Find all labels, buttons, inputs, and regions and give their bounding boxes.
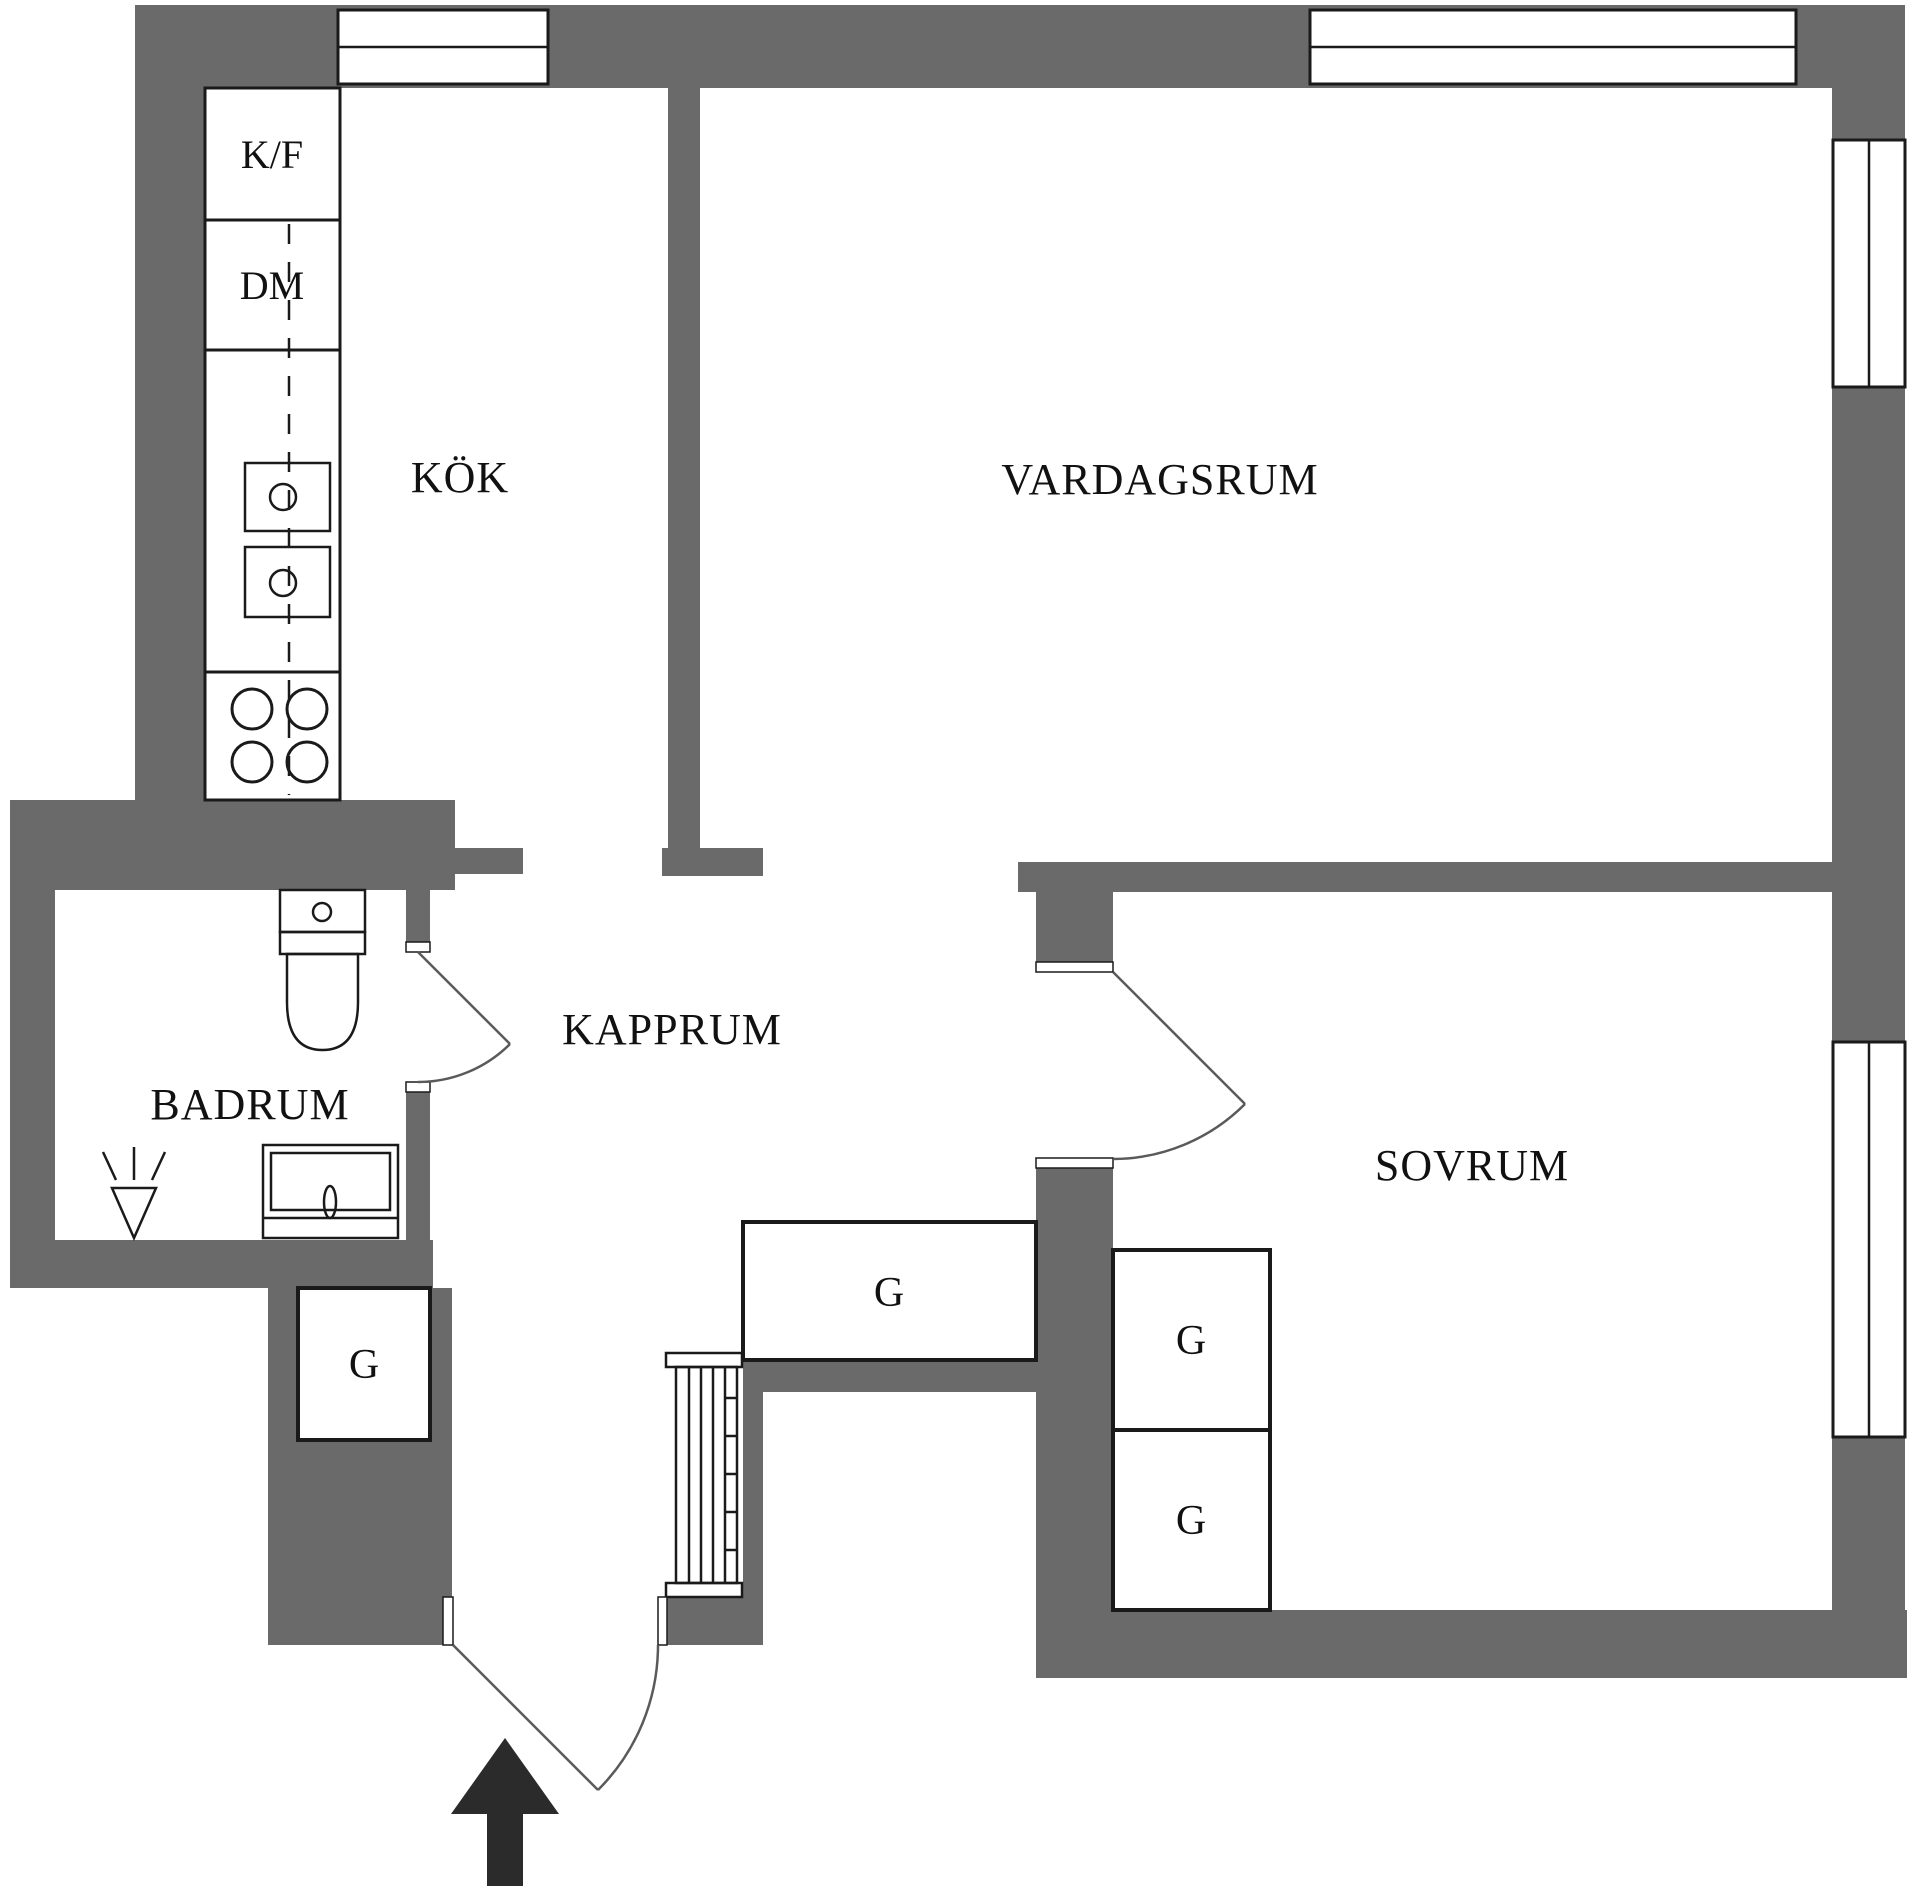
- wall-pier-hall-kitchen: [455, 848, 523, 874]
- wall-shaft-left: [743, 1392, 763, 1597]
- wall-bathroom-right-lower: [406, 1086, 430, 1240]
- wall-bedroom-door-stub: [1036, 890, 1113, 972]
- wall-bathroom-bottom: [10, 1240, 433, 1288]
- room-label-kitchen: KÖK: [411, 453, 509, 502]
- kitchen-sink-upper: [243, 461, 332, 533]
- radiator-bottom-cap: [664, 1581, 744, 1599]
- wall-below-hall-closet: [743, 1360, 1036, 1392]
- door-jamb: [1035, 961, 1114, 973]
- label-closet-hall-top: G: [874, 1270, 904, 1316]
- burner-icon: [285, 687, 329, 731]
- kitchen-sink-lower: [243, 545, 332, 619]
- toilet-seat-band: [278, 930, 367, 956]
- wall-kitchen-living-divider-foot: [662, 848, 763, 876]
- bathroom-sink-drain: [322, 1184, 338, 1220]
- wall-entry-left-slab: [268, 1440, 443, 1645]
- room-label-bedroom: SOVRUM: [1375, 1141, 1569, 1190]
- window-kitchen-top: [336, 8, 550, 86]
- doors: [405, 941, 1246, 1791]
- entry-direction-arrow-icon: [451, 1738, 559, 1886]
- kitchen-sink-lower-drain: [268, 568, 298, 598]
- label-dishwasher: DM: [240, 263, 304, 308]
- wall-closet-left-strip: [268, 1288, 298, 1440]
- kitchen-counter-unit: [203, 86, 342, 802]
- bathroom-door-leaf: [417, 951, 511, 1045]
- entry-door-swing-arc: [597, 1644, 660, 1791]
- bathroom-door-swing-arc: [417, 1043, 511, 1084]
- wall-hall-bedroom-vertical: [1036, 1168, 1113, 1632]
- labels: KÖK VARDAGSRUM BADRUM KAPPRUM SOVRUM K/F…: [150, 132, 1569, 1544]
- closets: [296, 1220, 1272, 1612]
- closet-bedroom-lower: [1111, 1428, 1272, 1612]
- bedroom-door-swing-arc: [1112, 1103, 1246, 1161]
- toilet-bowl: [285, 952, 360, 1052]
- label-closet-bedroom-upper: G: [1176, 1318, 1206, 1364]
- wall-left-kitchen: [135, 88, 207, 800]
- kitchen-counter-outline: [203, 86, 342, 802]
- label-fridge-freezer: K/F: [241, 132, 303, 177]
- door-jamb: [1035, 1157, 1114, 1169]
- wall-living-bedroom-divider: [1018, 862, 1833, 892]
- toilet-flush-button: [311, 901, 333, 923]
- door-jamb: [405, 1081, 431, 1093]
- wall-entry-right: [667, 1597, 763, 1645]
- radiator-ticks: [725, 1396, 737, 1552]
- burner-icon: [230, 740, 274, 784]
- bedroom-door: [1035, 961, 1246, 1169]
- stove-burners: [230, 687, 329, 784]
- shower-spray-line: [150, 1151, 167, 1181]
- bathroom-door: [405, 941, 511, 1093]
- kitchen-sink-upper-drain: [268, 482, 298, 512]
- windows: [336, 8, 1907, 1439]
- room-label-hallway: KAPPRUM: [562, 1005, 782, 1054]
- window-bedroom-right: [1831, 1040, 1907, 1439]
- closet-hall-top: [741, 1220, 1038, 1362]
- room-label-bathroom: BADRUM: [150, 1080, 349, 1129]
- shower-symbol: [101, 1147, 167, 1242]
- closet-hall-side: [296, 1286, 432, 1442]
- label-closet-hall-side: G: [349, 1342, 379, 1388]
- toilet: [278, 888, 367, 1052]
- wall-bathroom-right-upper: [406, 890, 430, 948]
- label-closet-bedroom-lower: G: [1176, 1498, 1206, 1544]
- wall-kitchen-living-divider: [668, 88, 700, 848]
- door-jamb: [405, 941, 431, 953]
- burner-icon: [230, 687, 274, 731]
- bedroom-door-leaf: [1112, 971, 1246, 1105]
- burner-icon: [285, 740, 329, 784]
- bathroom-sink-outer: [261, 1143, 400, 1240]
- door-jamb: [442, 1596, 454, 1646]
- toilet-tank: [278, 888, 367, 934]
- entry-door: [442, 1596, 668, 1791]
- window-living-room-top: [1308, 8, 1798, 86]
- wall-band-kitchen-bathroom: [10, 800, 455, 890]
- entry-door-leaf: [452, 1644, 599, 1791]
- shower-spray-line: [101, 1151, 118, 1181]
- bathroom-sink-basin: [269, 1151, 392, 1212]
- wall-bedroom-bottom: [1036, 1610, 1907, 1678]
- radiator-top-cap: [664, 1351, 744, 1369]
- window-living-room-right: [1831, 138, 1907, 389]
- room-label-living-room: VARDAGSRUM: [1001, 455, 1318, 504]
- radiator: [664, 1351, 744, 1599]
- shower-head-triangle: [110, 1186, 158, 1242]
- door-jamb: [657, 1596, 668, 1646]
- closet-bedroom-upper: [1111, 1248, 1272, 1432]
- bathroom-sink: [261, 1143, 400, 1240]
- wall-bathroom-left: [10, 890, 55, 1240]
